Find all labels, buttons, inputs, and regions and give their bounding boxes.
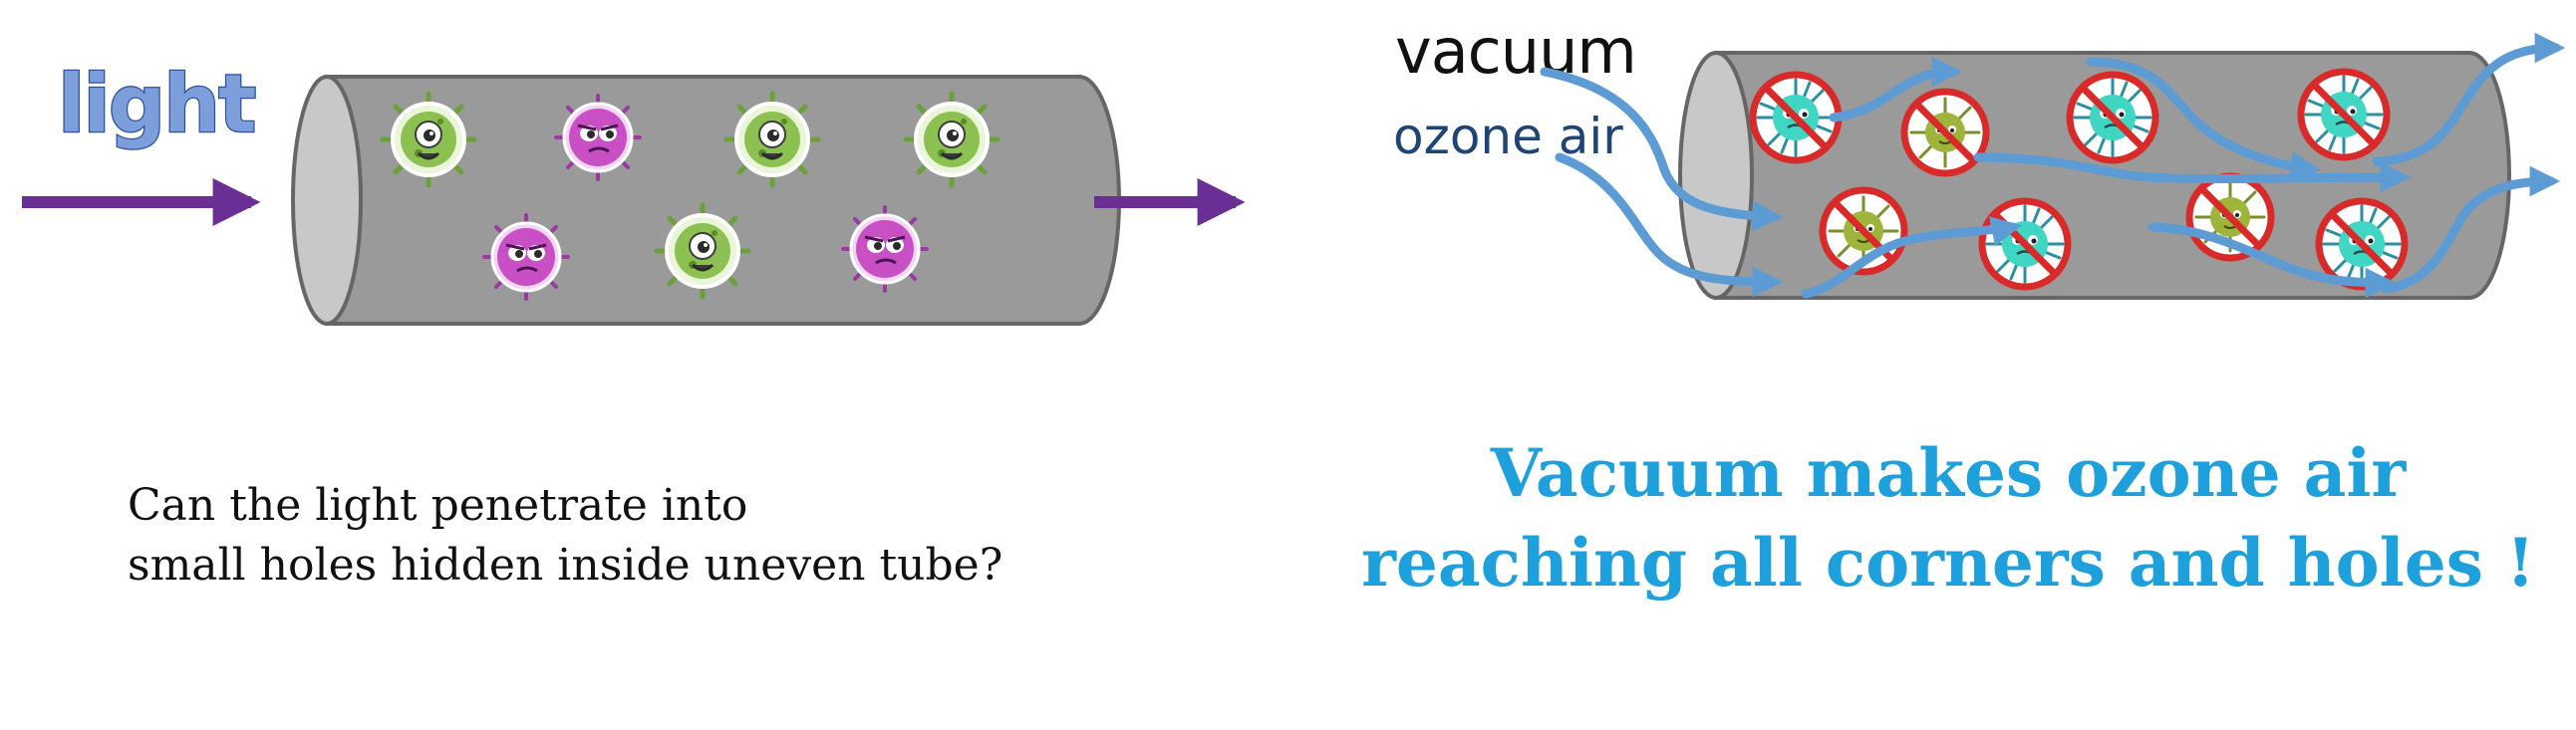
banned-virus-icon (1901, 89, 1989, 176)
virus-icon (554, 94, 642, 181)
banned-virus-icon (2298, 69, 2390, 160)
headline-line-1: Vacuum makes ozone air (1490, 434, 2407, 512)
left-panel: light (22, 57, 1246, 326)
light-label: light (58, 58, 255, 150)
air-flow-arrow (1555, 152, 1784, 298)
right-panel: vacuum ozone air (1393, 15, 2566, 300)
virus-icon (383, 94, 474, 185)
air-flow-arrow (2086, 57, 2322, 182)
virus-icon (841, 205, 929, 293)
air-flow-arrow (2382, 165, 2561, 294)
virus-icon (906, 94, 998, 185)
question-line-2: small holes hidden inside uneven tube? (128, 540, 1003, 591)
air-flow-arrow (1801, 216, 2023, 299)
ozone-air-label: ozone air (1393, 108, 1623, 165)
light-penetration-question: Can the light penetrate into small holes… (128, 476, 1323, 596)
banned-virus-icon (2067, 72, 2158, 163)
ozone-air-flow-arrows (1540, 32, 2566, 299)
air-flow-arrow (2147, 222, 2397, 299)
air-flow-arrow (2372, 32, 2566, 166)
virus-icon (726, 94, 818, 185)
banned-virus-icon (1750, 72, 1842, 163)
vacuum-headline: Vacuum makes ozone air reaching all corn… (1325, 428, 2571, 608)
question-line-1: Can the light penetrate into (128, 480, 748, 531)
banned-virus-icon (1979, 198, 2071, 290)
air-flow-arrow (1829, 56, 1963, 122)
virus-icon (482, 213, 570, 301)
headline-line-2: reaching all corners and holes ! (1361, 524, 2535, 602)
air-flow-arrow (1973, 152, 2412, 193)
virus-icon (657, 205, 748, 297)
air-flow-arrow (1540, 67, 1784, 231)
vacuum-label: vacuum (1395, 15, 1636, 88)
